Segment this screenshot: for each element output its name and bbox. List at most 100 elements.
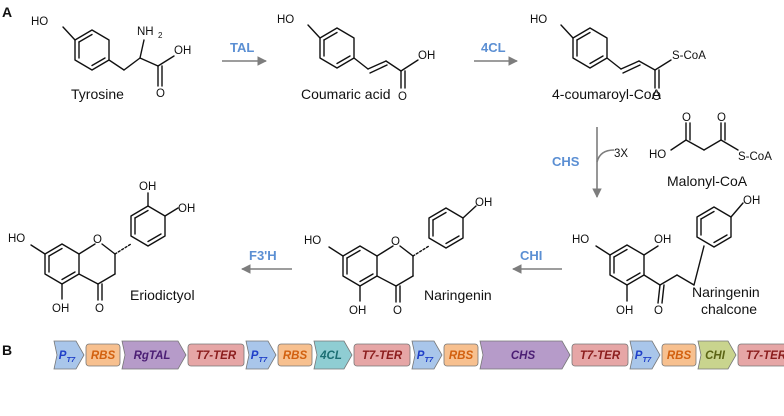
tyrosine-o: O <box>156 88 165 100</box>
construct-shape-ter <box>187 343 245 367</box>
panel-label-b: B <box>2 342 12 358</box>
construct-label-rbs: RBS <box>91 350 116 362</box>
construct-label-ter: T7-TER <box>196 350 237 362</box>
malonyl-o1: O <box>682 112 691 124</box>
tyrosine-label: Tyrosine <box>71 86 124 102</box>
coumaric-o: O <box>398 91 407 103</box>
coumaroyl-scoa: S-CoA <box>672 50 706 62</box>
construct-shape-rbs <box>277 343 313 367</box>
coumaric-acid-label: Coumaric acid <box>301 86 390 102</box>
naringenin-chalcone-structure: HO OH OH O OH <box>572 195 760 317</box>
chalcone-label-line2: chalcone <box>701 301 757 317</box>
naringenin-oh1: OH <box>349 305 366 317</box>
tyrosine-structure: HO NH 2 OH O <box>31 16 191 100</box>
naringenin-structure: HO O OH O OH <box>304 197 492 317</box>
construct-label-sub: T7 <box>258 355 268 364</box>
enzyme-chs: CHS <box>552 154 580 169</box>
construct-part-p: PT7 <box>245 340 277 370</box>
construct-shape-rbs <box>661 343 697 367</box>
malonyl-scoa: S-CoA <box>738 151 772 163</box>
construct-shape-rbs <box>85 343 121 367</box>
construct-label-rbs: RBS <box>667 350 692 362</box>
construct-label-sub: T7 <box>642 355 652 364</box>
naringenin-ho: HO <box>304 235 321 247</box>
construct-label-ter: T7-TER <box>746 350 784 362</box>
construct-label-rbs: RBS <box>283 350 308 362</box>
construct-part-ter: T7-TER <box>737 343 784 367</box>
construct-part-ter: T7-TER <box>571 343 629 367</box>
construct-label-sub: T7 <box>66 355 76 364</box>
construct-label-ter: T7-TER <box>580 350 621 362</box>
construct-part-rbs: RBS <box>661 343 697 367</box>
eriodictyol-o: O <box>95 303 104 315</box>
construct-shape-gene3 <box>697 340 737 370</box>
construct-shape-p <box>411 340 443 370</box>
construct-shape-p <box>245 340 277 370</box>
construct-part-rbs: RBS <box>443 343 479 367</box>
construct-shape-ter <box>737 343 784 367</box>
eriodictyol-ho: HO <box>8 233 25 245</box>
panel-label-a: A <box>2 4 12 20</box>
chalcone-o: O <box>654 305 663 317</box>
stoichiometry: 3X <box>614 148 628 160</box>
construct-label-rbs: RBS <box>449 350 474 362</box>
construct-part-gene: CHS <box>479 340 571 370</box>
eriodictyol-oh2: OH <box>139 181 156 193</box>
construct-part-rbs: RBS <box>277 343 313 367</box>
construct-part-p: PT7 <box>629 340 661 370</box>
construct-label-gene3: CHI <box>705 350 726 362</box>
coumaroyl-coa-label: 4-coumaroyl-CoA <box>552 86 662 102</box>
naringenin-o: O <box>393 305 402 317</box>
chalcone-oh1: OH <box>654 234 671 246</box>
chalcone-oh3: OH <box>743 195 760 207</box>
eriodictyol-label: Eriodictyol <box>130 287 195 303</box>
construct-shape-ter <box>571 343 629 367</box>
coumaroyl-ho: HO <box>530 14 547 26</box>
naringenin-label: Naringenin <box>424 287 492 303</box>
enzyme-f3h: F3'H <box>249 248 277 263</box>
coumaric-ho: HO <box>277 14 294 26</box>
eriodictyol-ring-o: O <box>93 234 102 246</box>
construct-shape-rbs <box>443 343 479 367</box>
tyrosine-oh: OH <box>174 45 191 57</box>
construct-shape-gene2 <box>313 340 353 370</box>
construct-part-ter: T7-TER <box>353 343 411 367</box>
construct-part-rbs: RBS <box>85 343 121 367</box>
coumaroyl-coa-structure: HO S-CoA O <box>530 14 706 103</box>
construct-shape-p <box>629 340 661 370</box>
tyrosine-nh: NH <box>137 26 154 38</box>
naringenin-oh2: OH <box>475 197 492 209</box>
malonyl-input-curve <box>596 149 615 163</box>
chalcone-oh2: OH <box>616 305 633 317</box>
construct-part-p: PT7 <box>411 340 443 370</box>
coumaroyl-o: O <box>652 91 661 103</box>
construct-shape-gene <box>479 340 571 370</box>
construct-label-ter: T7-TER <box>362 350 403 362</box>
construct-label-sub: T7 <box>424 355 434 364</box>
construct-shape-gene <box>121 340 187 370</box>
construct-label-gene2: 4CL <box>319 350 342 362</box>
malonyl-coa-structure: HO O O S-CoA <box>649 112 772 163</box>
enzyme-chi: CHI <box>520 248 542 263</box>
construct-label-gene: CHS <box>511 350 536 362</box>
chalcone-label-line1: Naringenin <box>692 284 760 300</box>
malonyl-ho: HO <box>649 149 666 161</box>
construct-label-gene: RgTAL <box>134 350 171 362</box>
eriodictyol-oh1: OH <box>52 303 69 315</box>
malonyl-o2: O <box>717 112 726 124</box>
coumaric-acid-structure: HO OH O <box>277 14 435 103</box>
eriodictyol-structure: HO O OH O OH OH <box>8 181 195 315</box>
eriodictyol-oh3: OH <box>178 203 195 215</box>
construct-shape-p <box>53 340 85 370</box>
construct-shape-ter <box>353 343 411 367</box>
construct-part-gene3: CHI <box>697 340 737 370</box>
coumaric-oh: OH <box>418 50 435 62</box>
construct-part-p: PT7 <box>53 340 85 370</box>
construct-part-gene: RgTAL <box>121 340 187 370</box>
malonyl-coa-label: Malonyl-CoA <box>667 173 748 189</box>
tyrosine-ho: HO <box>31 16 48 28</box>
naringenin-ring-o: O <box>391 236 400 248</box>
tyrosine-nh2-sub: 2 <box>158 31 163 40</box>
genetic-construct: PT7 RBS RgTAL T7-TER PT7 RBS 4CL T7-TER PT7 RBS CH… <box>53 340 784 370</box>
